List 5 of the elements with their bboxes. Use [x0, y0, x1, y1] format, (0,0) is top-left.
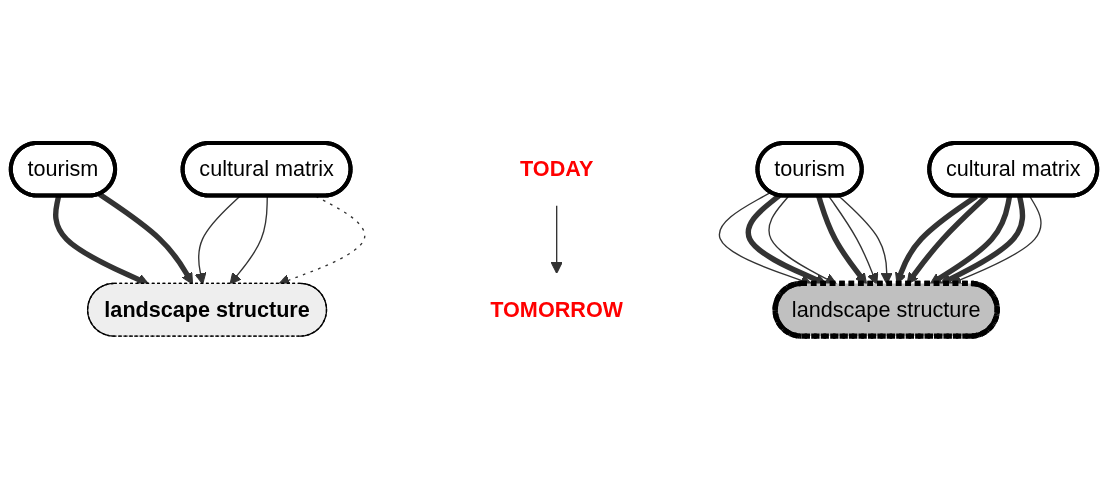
node-text: TODAY: [520, 157, 594, 181]
arrow: [98, 192, 194, 285]
arrow: [550, 205, 563, 274]
arrow: [929, 195, 1013, 285]
node-text: TOMORROW: [490, 297, 624, 321]
